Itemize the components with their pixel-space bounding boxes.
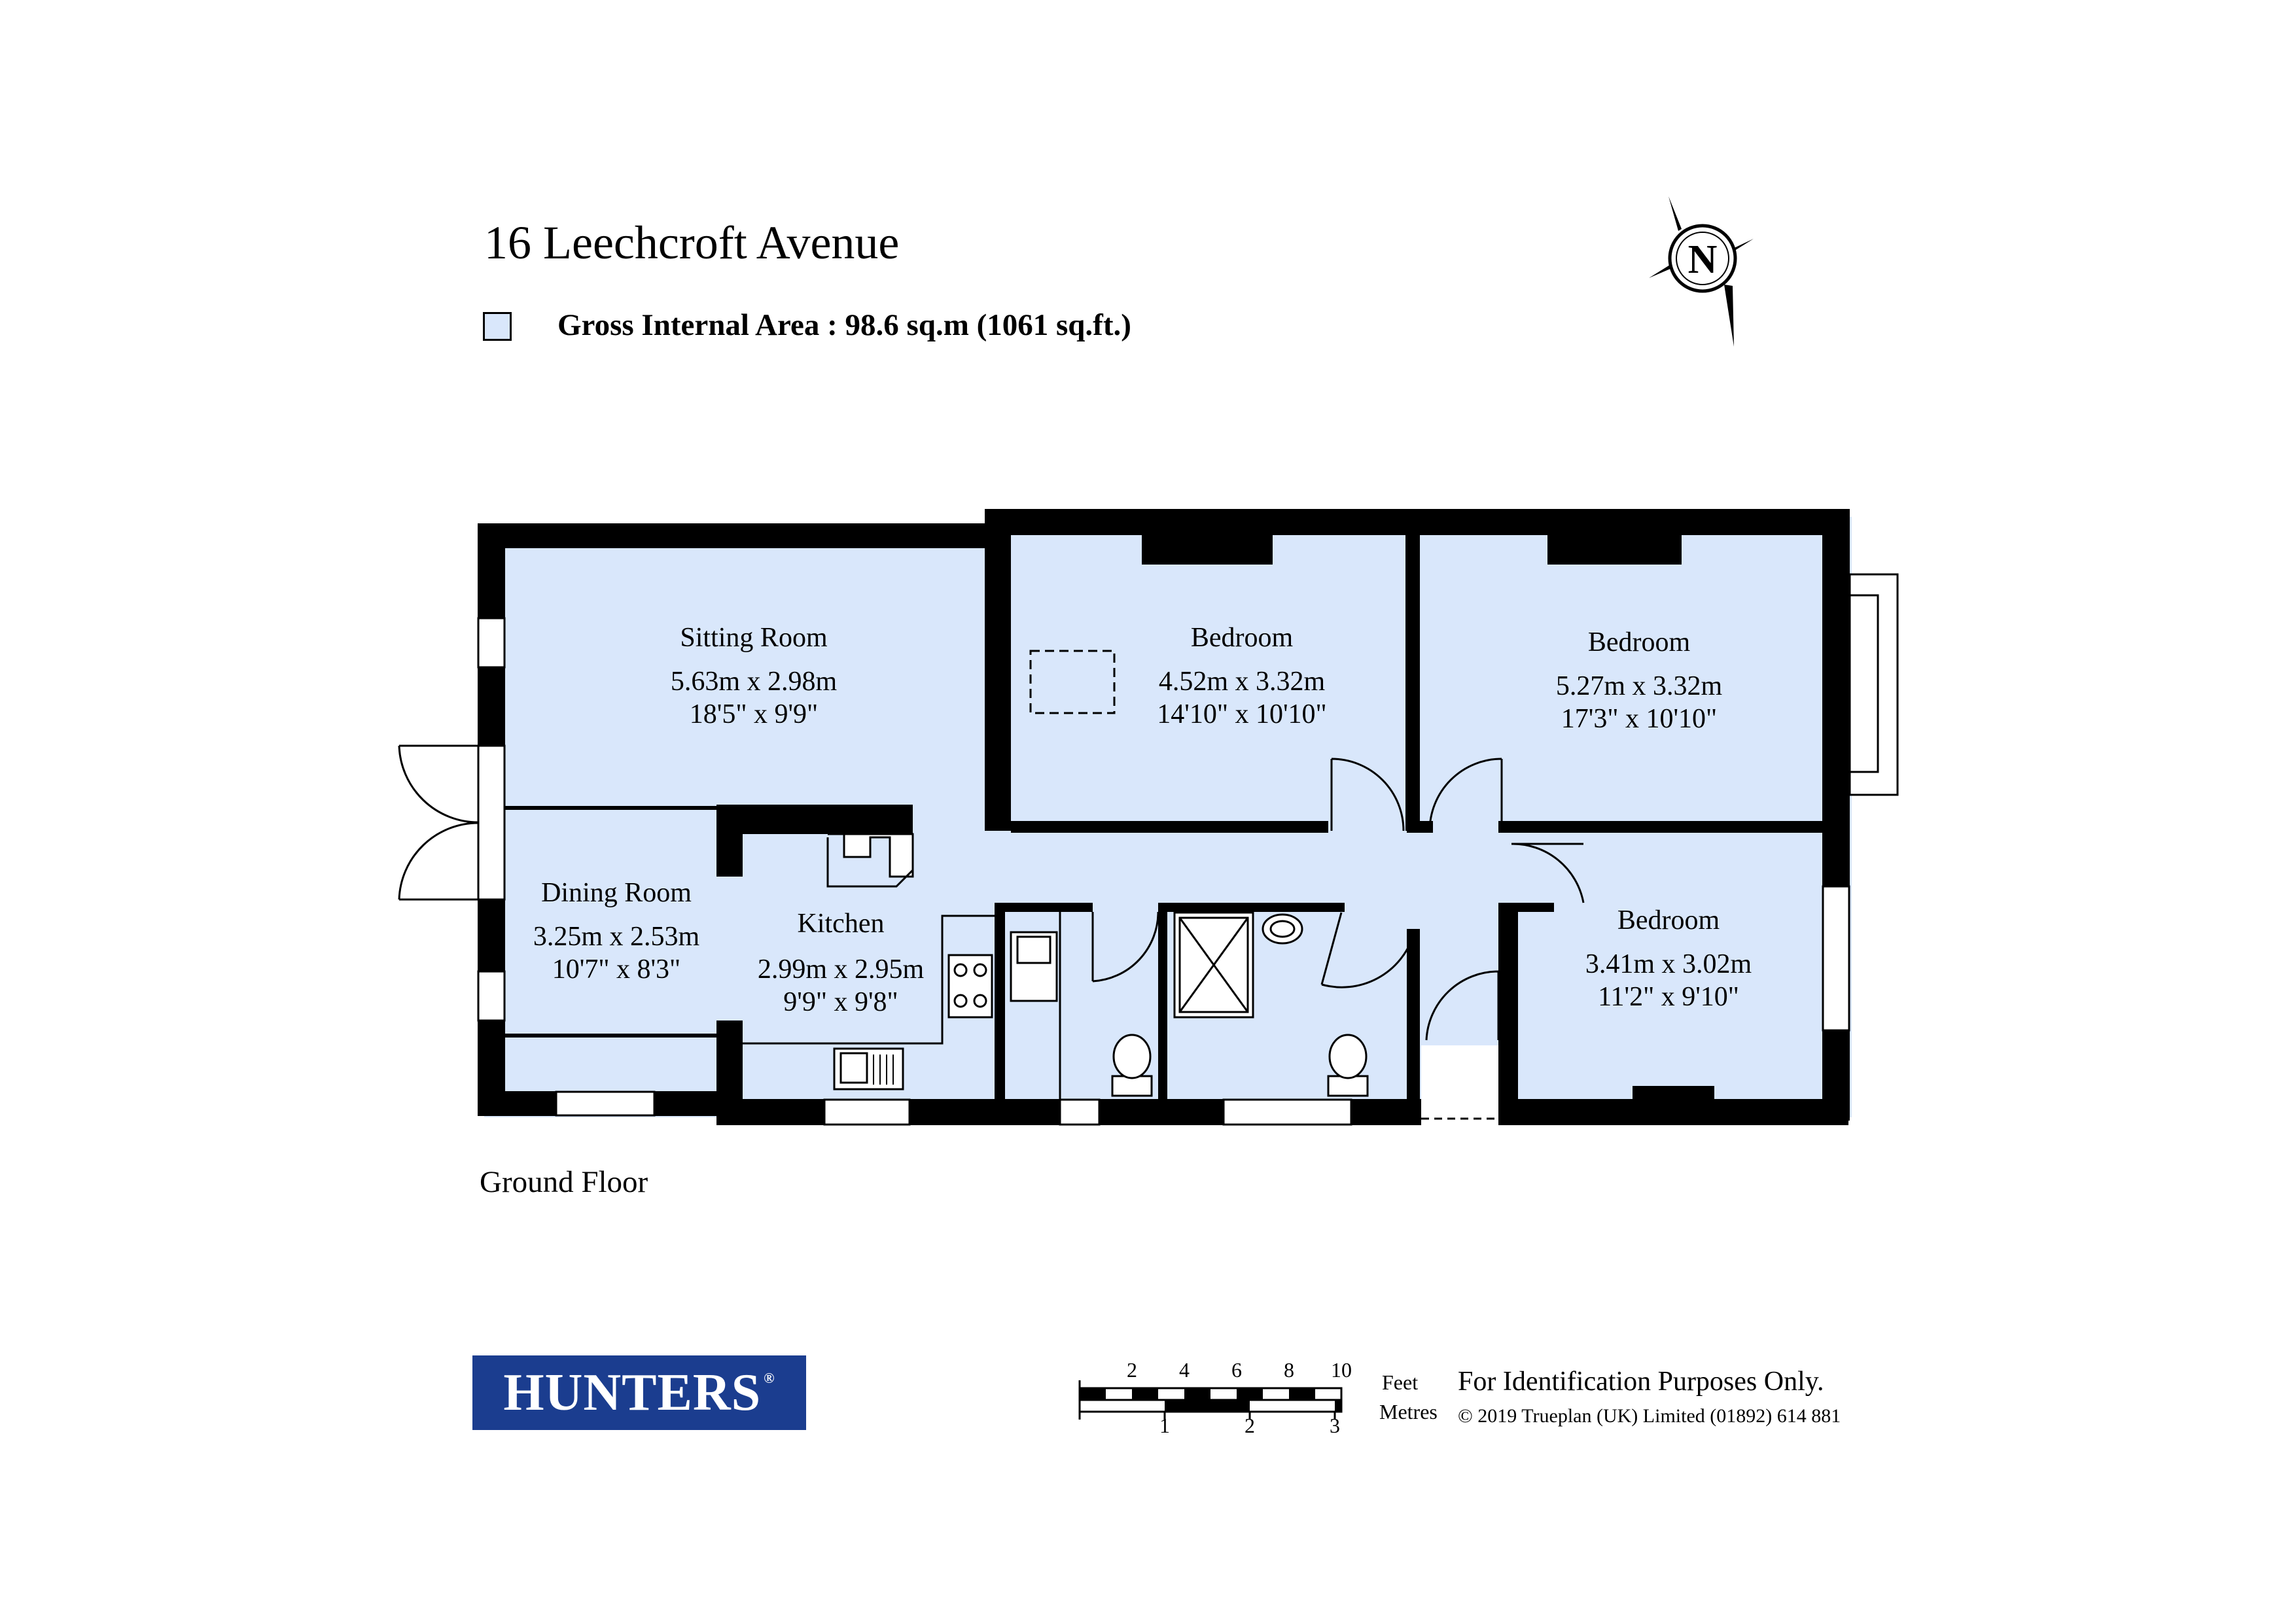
copyright: © 2019 Trueplan (UK) Limited (01892) 614… (1458, 1405, 1841, 1427)
bedroom-3-imperial: 11'2" x 9'10" (1598, 982, 1739, 1012)
bedroom-1-imperial: 14'10" x 10'10" (1157, 699, 1326, 729)
bedroom-3-name: Bedroom (1617, 905, 1720, 935)
windows (477, 617, 1850, 1126)
dining-room-metric: 3.25m x 2.53m (533, 922, 700, 952)
basin-icon (1262, 913, 1303, 945)
front-entrance (1421, 1045, 1498, 1125)
bedroom-3-metric: 3.41m x 3.02m (1585, 949, 1752, 979)
logo-text: HUNTERS (503, 1363, 762, 1422)
disclaimer: For Identification Purposes Only. (1458, 1367, 1824, 1397)
kitchen-metric: 2.99m x 2.95m (758, 954, 925, 985)
wc-cistern-2-icon (1327, 1075, 1369, 1097)
sitting-room-imperial: 18'5" x 9'9" (690, 699, 818, 729)
scale-metre-tick-1: 1 (1159, 1414, 1170, 1437)
north-compass-icon: N (1649, 196, 1754, 347)
scale-metres-label: Metres (1379, 1400, 1438, 1423)
dining-room-imperial: 10'7" x 8'3" (552, 954, 680, 985)
dining-room-name: Dining Room (541, 878, 692, 908)
scale-bar: 2 4 6 8 10 1 2 3 (1078, 1358, 1352, 1437)
scale-bar-ticks (1078, 1380, 1336, 1420)
floor-label: Ground Floor (480, 1165, 648, 1199)
scale-metre-tick-2: 2 (1245, 1414, 1255, 1437)
compass-needle-s (1724, 285, 1734, 347)
page-title: 16 Leechcroft Avenue (484, 217, 900, 269)
gross-internal-area: Gross Internal Area : 98.6 sq.m (1061 sq… (557, 308, 1131, 342)
kitchen-units (743, 833, 995, 1091)
sitting-room-name: Sitting Room (680, 623, 828, 653)
scale-feet-label: Feet (1382, 1370, 1419, 1394)
floor-area (484, 517, 1852, 1117)
bay-window (1848, 573, 1899, 796)
compass-inner-ring (1676, 232, 1729, 285)
compass-needle-nw (1669, 196, 1682, 231)
scale-feet-tick-4: 4 (1179, 1358, 1190, 1382)
sink-drainer (873, 1055, 894, 1085)
scale-feet-tick-2: 2 (1127, 1358, 1137, 1382)
scale-feet-tick-8: 8 (1284, 1358, 1294, 1382)
kitchen-name: Kitchen (798, 909, 885, 939)
scale-bar-fills (1080, 1388, 1341, 1412)
bedroom-2-imperial: 17'3" x 10'10" (1561, 704, 1717, 734)
scale-feet-tick-10: 10 (1331, 1358, 1352, 1382)
bedroom-2-name: Bedroom (1588, 627, 1691, 657)
door-swings (1091, 758, 1585, 1041)
compass-ring (1668, 224, 1737, 293)
scale-feet-tick-6: 6 (1231, 1358, 1242, 1382)
wc-bowl-icon (1112, 1034, 1152, 1079)
rooflight (1029, 650, 1116, 714)
logo-registered-mark: ® (764, 1370, 775, 1386)
shower-tray-icon (1173, 911, 1254, 1019)
area-swatch (483, 312, 512, 341)
scale-metre-tick-3: 3 (1330, 1414, 1340, 1437)
utility-fittings (1010, 912, 1369, 1099)
bedroom-2-metric: 5.27m x 3.32m (1556, 671, 1723, 701)
chimney-breasts (1142, 535, 1714, 1100)
bedroom-1-name: Bedroom (1191, 623, 1294, 653)
kitchen-imperial: 9'9" x 9'8" (783, 987, 898, 1017)
wc-bowl-2-icon (1328, 1034, 1368, 1079)
sitting-room-metric: 5.63m x 2.98m (671, 667, 838, 697)
french-doors (398, 744, 506, 901)
compass-letter: N (1688, 237, 1718, 282)
hunters-logo: HUNTERS® (472, 1355, 806, 1430)
internal-walls (504, 523, 1832, 1102)
bedroom-1-metric: 4.52m x 3.32m (1159, 667, 1326, 697)
hob-icon (947, 954, 993, 1019)
